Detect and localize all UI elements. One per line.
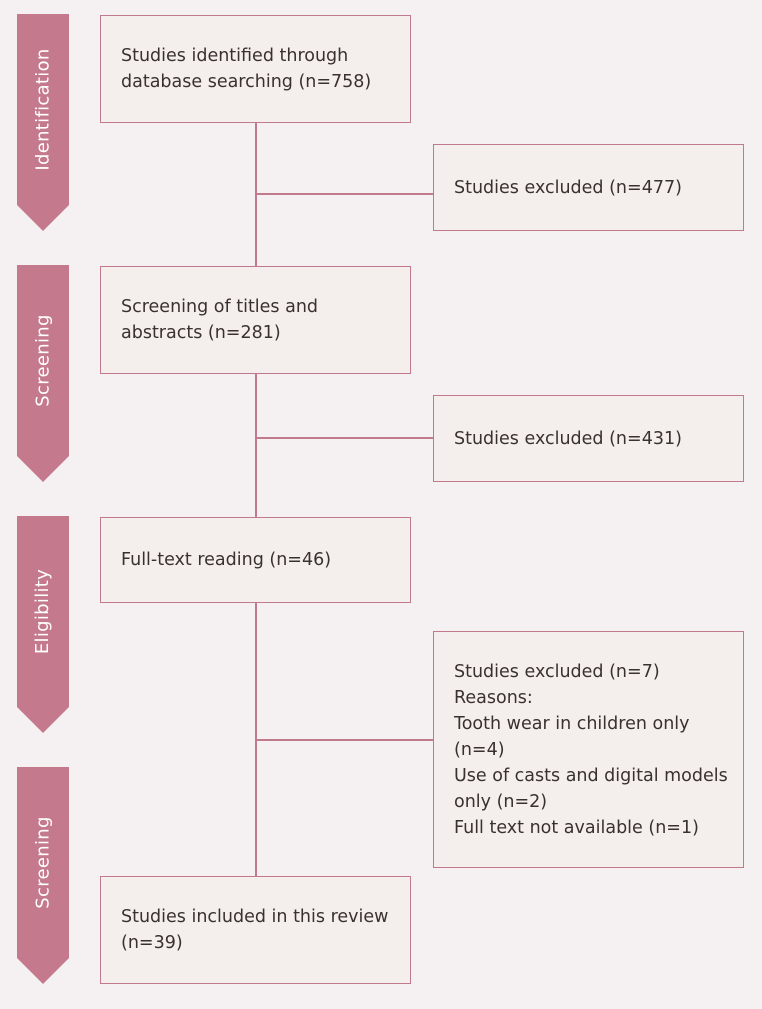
box-text-line: Studies identified through bbox=[121, 46, 349, 66]
box-text-line: abstracts (n=281) bbox=[121, 323, 281, 343]
stage-screening: Screening bbox=[17, 265, 69, 482]
stage-label: Screening bbox=[32, 314, 54, 407]
stage-label: Eligibility bbox=[32, 568, 54, 655]
box-text-line: database searching (n=758) bbox=[121, 72, 372, 92]
box-text-line: (n=39) bbox=[121, 933, 183, 953]
box-text-line: Full text not available (n=1) bbox=[454, 817, 699, 838]
stage-eligibility: Eligibility bbox=[17, 516, 69, 733]
box-text-line: Full-text reading (n=46) bbox=[121, 550, 332, 570]
stage-label: Identification bbox=[32, 48, 54, 171]
stage-arrow-shape bbox=[17, 14, 69, 231]
flow-connector-to-excluded-1 bbox=[255, 193, 434, 195]
full-text-box: Full-text reading (n=46) bbox=[100, 517, 411, 603]
stage-identification: Identification bbox=[17, 14, 69, 231]
flow-connector-vertical bbox=[255, 122, 257, 877]
identified-box: Studies identified through database sear… bbox=[100, 15, 411, 123]
box-text-line: Tooth wear in children only bbox=[454, 713, 690, 734]
excluded-box-1: Studies excluded (n=477) bbox=[433, 144, 744, 231]
box-text-line: Studies excluded (n=7) bbox=[454, 661, 660, 682]
excluded-box-3: Studies excluded (n=7) Reasons: Tooth we… bbox=[433, 631, 744, 868]
box-text-line: Studies included in this review bbox=[121, 907, 389, 927]
box-text-line: Reasons: bbox=[454, 687, 533, 708]
screening-box: Screening of titles and abstracts (n=281… bbox=[100, 266, 411, 374]
stage-included: Screening bbox=[17, 767, 69, 984]
stage-label: Screening bbox=[32, 816, 54, 909]
stage-arrow-shape bbox=[17, 767, 69, 984]
box-text-line: Studies excluded (n=431) bbox=[454, 428, 682, 449]
box-text-line: only (n=2) bbox=[454, 791, 548, 812]
box-text-line: Screening of titles and bbox=[121, 297, 319, 317]
flow-connector-to-excluded-2 bbox=[255, 437, 434, 439]
stage-arrow-shape bbox=[17, 265, 69, 482]
flow-connector-to-excluded-3 bbox=[255, 739, 434, 741]
excluded-box-2: Studies excluded (n=431) bbox=[433, 395, 744, 482]
box-text-line: (n=4) bbox=[454, 739, 505, 760]
included-box: Studies included in this review (n=39) bbox=[100, 876, 411, 984]
stage-arrow-shape bbox=[17, 516, 69, 733]
box-text-line: Studies excluded (n=477) bbox=[454, 177, 682, 198]
box-text-line: Use of casts and digital models bbox=[454, 765, 728, 786]
